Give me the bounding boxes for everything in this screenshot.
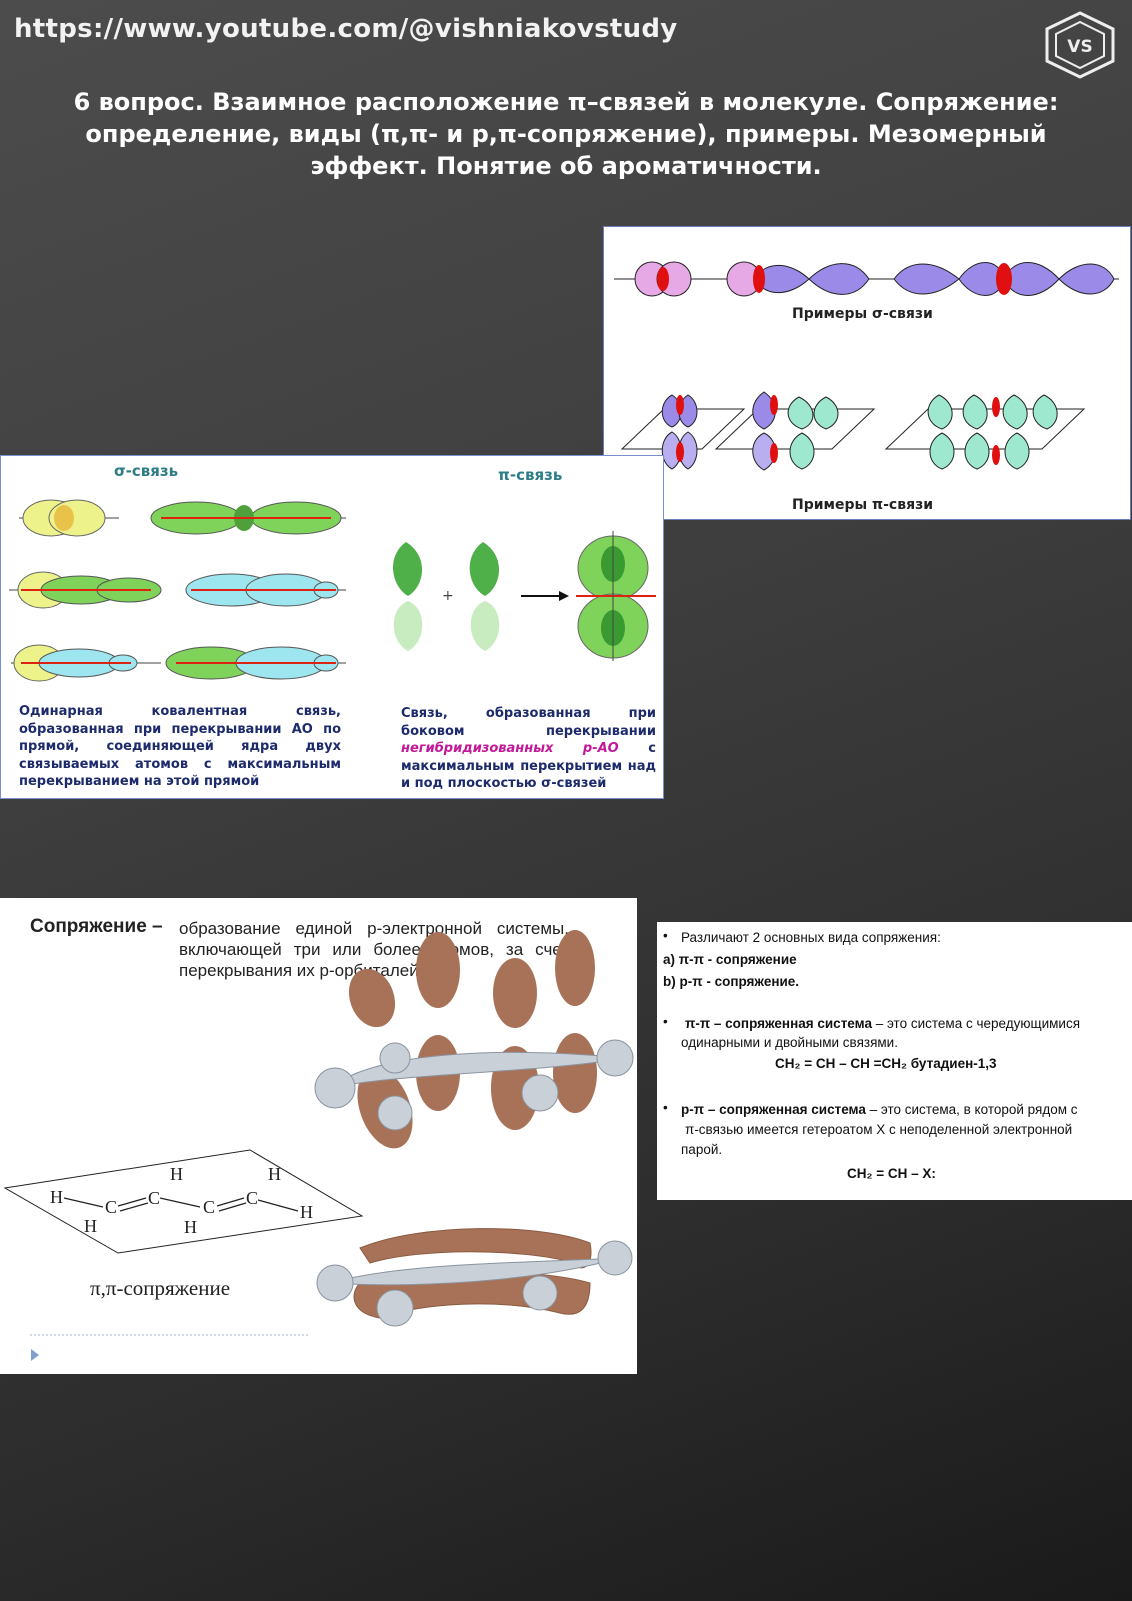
atom-h-5: H xyxy=(84,1216,97,1236)
atom-c-3: C xyxy=(203,1197,215,1217)
pi-desc-part2: с максимальным перекрытием над и под пло… xyxy=(401,741,657,791)
atom-h-2: H xyxy=(170,1164,183,1184)
type-b: b) р-π - сопряжение. xyxy=(663,974,800,989)
sigma-description: Одинарная ковалентная связь, образованна… xyxy=(19,704,341,789)
ppi-line3: парой. xyxy=(681,1142,723,1157)
page-title: 6 вопрос. Взаимное расположение π–связей… xyxy=(40,86,1092,182)
atom-c-2: C xyxy=(148,1188,160,1208)
butadiene-formula: CH₂ = CH – CH =CH₂ бутадиен-1,3 xyxy=(775,1056,997,1071)
atom-c-4: C xyxy=(246,1188,258,1208)
conjugation-panel: Сопряжение – образование единой р-электр… xyxy=(0,898,637,1374)
plus-sign: + xyxy=(442,588,454,604)
bullet-icon: • xyxy=(663,1014,668,1029)
pi-heading: π-связь xyxy=(498,466,563,484)
pipi-line1: π-π – сопряженная система – это система … xyxy=(685,1016,1081,1031)
atom-h-6: H xyxy=(184,1217,197,1237)
butadiene-illustration: H C C H C C H H H H xyxy=(3,930,634,1361)
sigma-pi-examples-panel: Примеры σ-связи Примеры π-связи xyxy=(603,226,1131,520)
pi-desc-part1: Связь, образованная при боковом перекрыв… xyxy=(401,706,656,739)
bond-orbitals-illustration: + xyxy=(9,499,656,682)
conjugation-heading: Сопряжение – xyxy=(30,916,163,937)
conjugation-types-panel: • Различают 2 основных вида сопряжения: … xyxy=(657,922,1132,1200)
atom-h-1: H xyxy=(50,1187,63,1207)
ppi-formula: CH₂ = CH – X: xyxy=(847,1166,936,1181)
pi-description: Связь, образованная при боковом перекрыв… xyxy=(401,705,656,793)
pipi-line2: одинарными и двойными связями. xyxy=(681,1035,898,1050)
types-intro: Различают 2 основных вида сопряжения: xyxy=(681,930,941,945)
bullet-icon: • xyxy=(663,928,668,943)
bullet-icon: • xyxy=(663,1100,668,1115)
atom-h-3: H xyxy=(268,1164,281,1184)
sigma-pi-bond-panel: σ-связь π-связь xyxy=(0,455,664,799)
sigma-heading: σ-связь xyxy=(114,462,179,480)
sigma-orbitals-illustration xyxy=(614,261,1119,471)
channel-url[interactable]: https://www.youtube.com/@vishniakovstudy xyxy=(14,14,678,44)
logo-text: VS xyxy=(1067,37,1092,57)
atom-c-1: C xyxy=(105,1197,117,1217)
pi-desc-magenta: негибридизованных р-АО xyxy=(401,741,619,756)
sigma-examples-caption: Примеры σ-связи xyxy=(792,306,933,322)
play-marker-icon xyxy=(31,1349,39,1361)
title-line-1: 6 вопрос. Взаимное расположение π–связей… xyxy=(73,88,1059,116)
pi-pi-conjugation-label: π,π-сопряжение xyxy=(90,1276,231,1300)
ppi-line2: π-связью имеется гетероатом Х с неподеле… xyxy=(685,1122,1073,1137)
pi-examples-caption: Примеры π-связи xyxy=(792,497,934,513)
type-a: а) π-π - сопряжение xyxy=(663,952,797,967)
vs-logo: VS xyxy=(1045,11,1115,79)
title-line-2: определение, виды (π,π- и p,π-сопряжение… xyxy=(85,120,1047,148)
atom-h-4: H xyxy=(300,1202,313,1222)
ppi-line1: р-π – сопряженная система – это система,… xyxy=(681,1102,1078,1117)
title-line-3: эффект. Понятие об ароматичности. xyxy=(310,152,822,180)
